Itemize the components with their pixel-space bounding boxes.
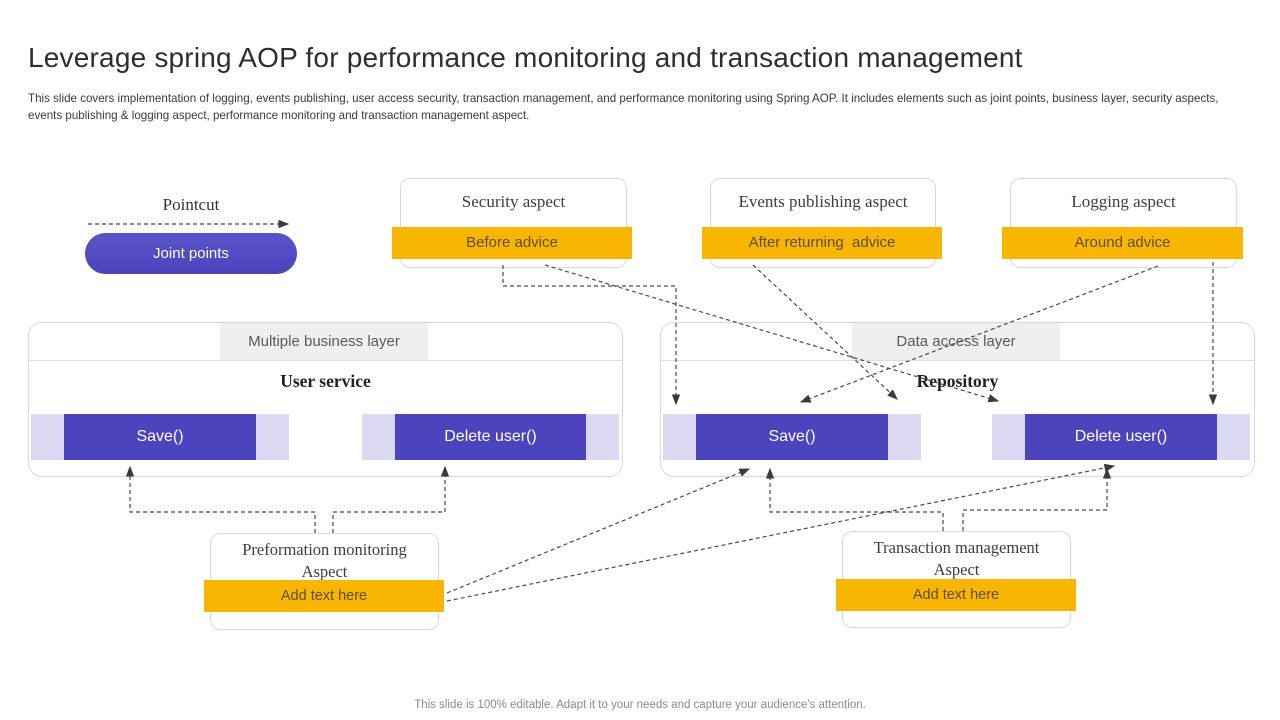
user-service-delete-user-row: Delete user() xyxy=(362,414,619,460)
performance-title-line2: Aspect xyxy=(301,562,348,582)
slide-footer-note: This slide is 100% editable. Adapt it to… xyxy=(414,699,866,711)
pointcut-label: Pointcut xyxy=(162,195,220,214)
repository-delete-user-row: Delete user() xyxy=(992,414,1250,460)
divider xyxy=(29,360,622,361)
repository-delete-user-button: Delete user() xyxy=(1025,414,1217,460)
connector-transaction-to-repo-delete xyxy=(962,467,1112,531)
performance-add-text-placeholder[interactable]: Add text here xyxy=(204,580,444,612)
divider xyxy=(661,360,1254,361)
multiple-business-layer-panel: Multiple business layer User service Sav… xyxy=(28,322,623,477)
multiple-business-layer-header: Multiple business layer xyxy=(220,323,428,360)
transaction-title-line1: Transaction management xyxy=(873,538,1040,557)
connector-transaction-to-repo-save xyxy=(765,467,944,531)
data-access-layer-header: Data access layer xyxy=(852,323,1060,360)
slide-description: This slide covers implementation of logg… xyxy=(28,92,1219,123)
repository-save-row: Save() xyxy=(663,414,921,460)
security-aspect-title: Security aspect xyxy=(461,192,566,211)
before-advice-bar: Before advice xyxy=(392,227,632,259)
connector-performance-to-repo-save xyxy=(446,468,751,594)
repository-save-button: Save() xyxy=(696,414,888,460)
transaction-management-aspect-title: Transaction management Aspect xyxy=(843,537,1070,582)
user-service-delete-user-button: Delete user() xyxy=(395,414,586,460)
around-advice-bar: Around advice xyxy=(1002,227,1243,259)
events-publishing-aspect-title: Events publishing aspect xyxy=(738,192,908,211)
user-service-save-button: Save() xyxy=(64,414,256,460)
repository-title: Repository xyxy=(916,371,999,391)
performance-monitoring-aspect-title: Preformation monitoring Aspect xyxy=(211,539,438,584)
performance-title-line1: Preformation monitoring xyxy=(242,540,407,559)
after-returning-advice-bar: After returning advice xyxy=(702,227,942,259)
joint-points-pill: Joint points xyxy=(85,233,297,274)
data-access-layer-panel: Data access layer Repository Save() Dele… xyxy=(660,322,1255,477)
transaction-add-text-placeholder[interactable]: Add text here xyxy=(836,579,1076,611)
slide-title: Leverage spring AOP for performance moni… xyxy=(28,42,1023,73)
user-service-title: User service xyxy=(280,371,371,391)
logging-aspect-title: Logging aspect xyxy=(1071,192,1176,211)
user-service-save-row: Save() xyxy=(31,414,289,460)
